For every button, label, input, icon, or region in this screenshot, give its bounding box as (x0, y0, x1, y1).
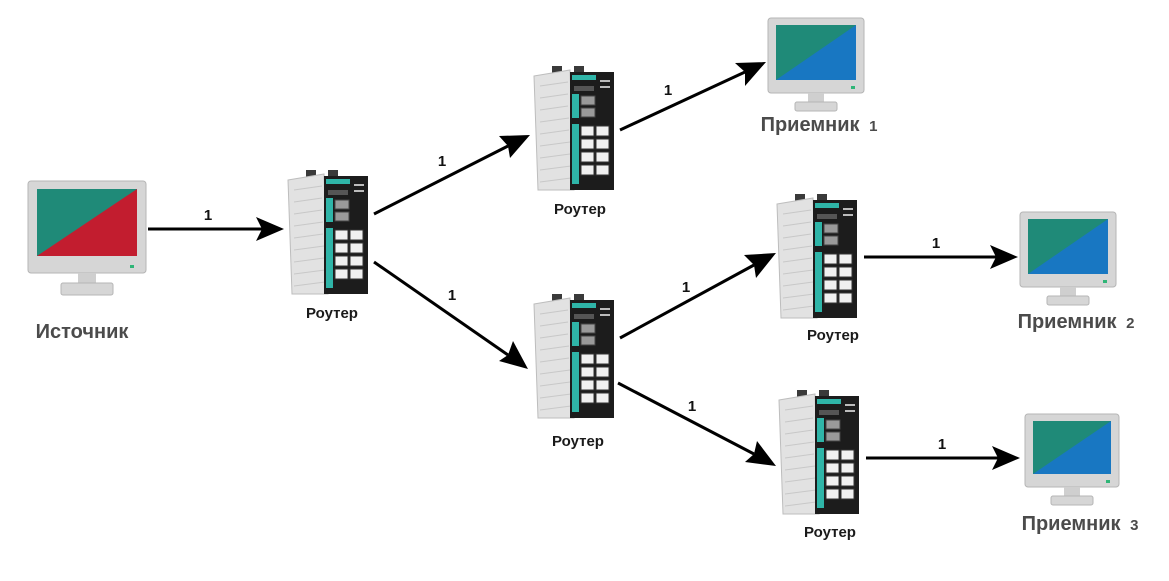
monitor-screen-highlight (1033, 421, 1111, 474)
edges: 1 1 1 1 1 1 1 (148, 62, 1020, 470)
receiver-1-label-text: Приемник (761, 114, 861, 136)
receiver-3-label-text: Приемник (1022, 513, 1122, 535)
monitor-stand (794, 101, 838, 112)
edge-line (373, 144, 509, 216)
edge-line (619, 263, 755, 340)
monitor-stand (1046, 295, 1090, 306)
monitor-stand (1050, 495, 1094, 506)
edge-label: 1 (448, 287, 456, 304)
router-d-icon (776, 193, 858, 319)
monitor-neck (78, 273, 96, 283)
edge-router-c-to-router-d: 1 (619, 253, 776, 340)
arrowhead (499, 135, 530, 158)
receiver-3-monitor-icon (1024, 413, 1120, 506)
receiver-3-label-num: 3 (1130, 517, 1138, 534)
receiver-1-label: Приемник 1 (761, 114, 878, 136)
monitor-screen-highlight (776, 25, 856, 80)
edge-router-e-to-receiver-3: 1 (866, 436, 1020, 470)
router-d-label: Роутер (807, 327, 859, 344)
router-c-icon (533, 293, 615, 419)
receiver-1-monitor-icon (767, 17, 865, 112)
edge-label: 1 (688, 398, 696, 415)
edge-label: 1 (682, 279, 690, 296)
router-b-icon (533, 65, 615, 191)
receiver-2-label: Приемник 2 (1018, 311, 1135, 333)
power-led (851, 86, 855, 89)
edge-router-a-to-router-c: 1 (373, 260, 528, 369)
monitor-screen-highlight (37, 189, 137, 256)
edge-label: 1 (204, 207, 212, 224)
arrowhead (499, 341, 528, 369)
router-e-label: Роутер (804, 524, 856, 541)
receiver-1-label-num: 1 (869, 118, 877, 135)
edge-router-d-to-receiver-2: 1 (864, 235, 1018, 269)
edge-line (373, 260, 509, 357)
monitor-screen-highlight (1028, 219, 1108, 274)
arrowhead (735, 62, 766, 86)
router-e-icon (778, 389, 860, 515)
monitor-neck (1060, 287, 1076, 296)
edge-router-a-to-router-b: 1 (373, 135, 530, 216)
monitor-stand (60, 282, 114, 296)
edge-label: 1 (438, 153, 446, 170)
monitors (27, 17, 1120, 506)
receiver-2-label-text: Приемник (1018, 311, 1118, 333)
power-led (130, 265, 134, 268)
arrowhead (745, 441, 776, 466)
monitor-neck (808, 93, 824, 102)
node-labels: Источник Роутер Роутер Роутер Роутер Роу… (36, 114, 1139, 541)
edge-label: 1 (938, 436, 946, 453)
router-b-label: Роутер (554, 201, 606, 218)
edge-router-c-to-router-e: 1 (617, 381, 776, 466)
monitor-neck (1064, 487, 1080, 496)
arrowhead (744, 253, 776, 278)
edge-source-to-router-a: 1 (148, 207, 284, 241)
edge-label: 1 (932, 235, 940, 252)
receiver-3-label: Приемник 3 (1022, 513, 1139, 535)
power-led (1106, 480, 1110, 483)
source-label: Источник (36, 321, 130, 343)
edge-router-b-to-receiver-1: 1 (619, 62, 766, 132)
edge-label: 1 (664, 82, 672, 99)
arrowhead (990, 245, 1018, 269)
receiver-2-label-num: 2 (1126, 315, 1134, 332)
router-a-icon (287, 169, 369, 295)
edge-line (617, 381, 755, 456)
receiver-2-monitor-icon (1019, 211, 1117, 306)
router-c-label: Роутер (552, 433, 604, 450)
arrowhead (992, 446, 1020, 470)
source-monitor-icon (27, 180, 147, 296)
arrowhead (256, 217, 284, 241)
router-a-label: Роутер (306, 305, 358, 322)
power-led (1103, 280, 1107, 283)
edge-line (619, 70, 746, 132)
